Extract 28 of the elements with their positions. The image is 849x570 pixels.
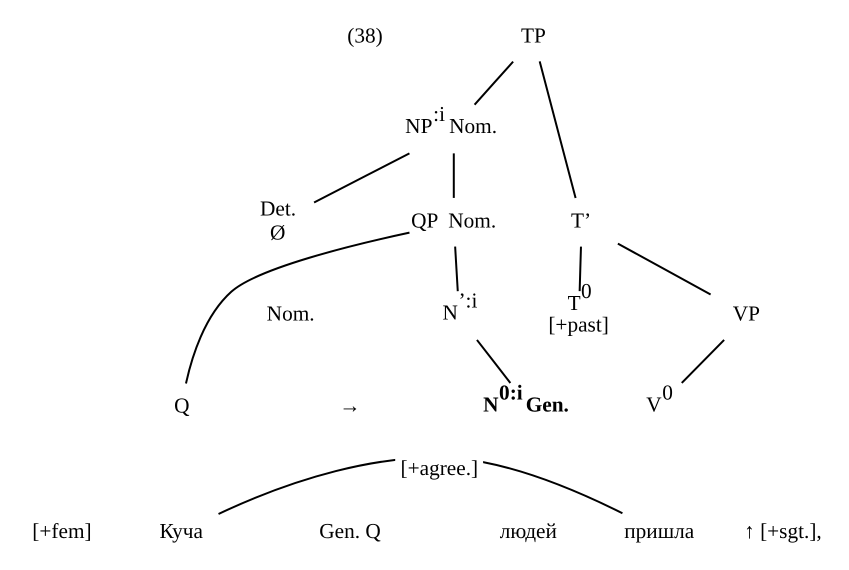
connector bbox=[538, 61, 577, 198]
node-text: VP bbox=[732, 302, 760, 326]
node-text: QP Nom. bbox=[411, 208, 496, 232]
label: (38) bbox=[347, 23, 383, 48]
node-text: пришла bbox=[624, 518, 694, 543]
label: Nom. bbox=[266, 302, 315, 326]
label: → bbox=[339, 394, 361, 418]
connector bbox=[452, 153, 455, 198]
label: ↑ [+sgt.], bbox=[744, 518, 822, 543]
label: Gen. Q bbox=[319, 518, 381, 543]
node-text: T’ bbox=[570, 208, 592, 232]
connector bbox=[314, 152, 410, 204]
label: [+fem] bbox=[32, 518, 92, 543]
edge-label: [+agree.] bbox=[400, 456, 478, 480]
connector bbox=[454, 246, 459, 292]
connector bbox=[617, 242, 712, 296]
node-label: Nom. bbox=[449, 114, 498, 138]
connector bbox=[474, 60, 514, 106]
connector bbox=[476, 339, 512, 384]
connector bbox=[578, 246, 582, 292]
node-text: людей bbox=[500, 518, 557, 543]
connector bbox=[185, 232, 410, 384]
connector bbox=[681, 339, 725, 384]
node-text: Det. Ø bbox=[260, 196, 296, 244]
node-text: Q bbox=[174, 394, 190, 418]
node-text: Куча bbox=[159, 518, 203, 543]
node-text: TP bbox=[521, 23, 546, 48]
node-label: Gen. bbox=[526, 392, 569, 416]
